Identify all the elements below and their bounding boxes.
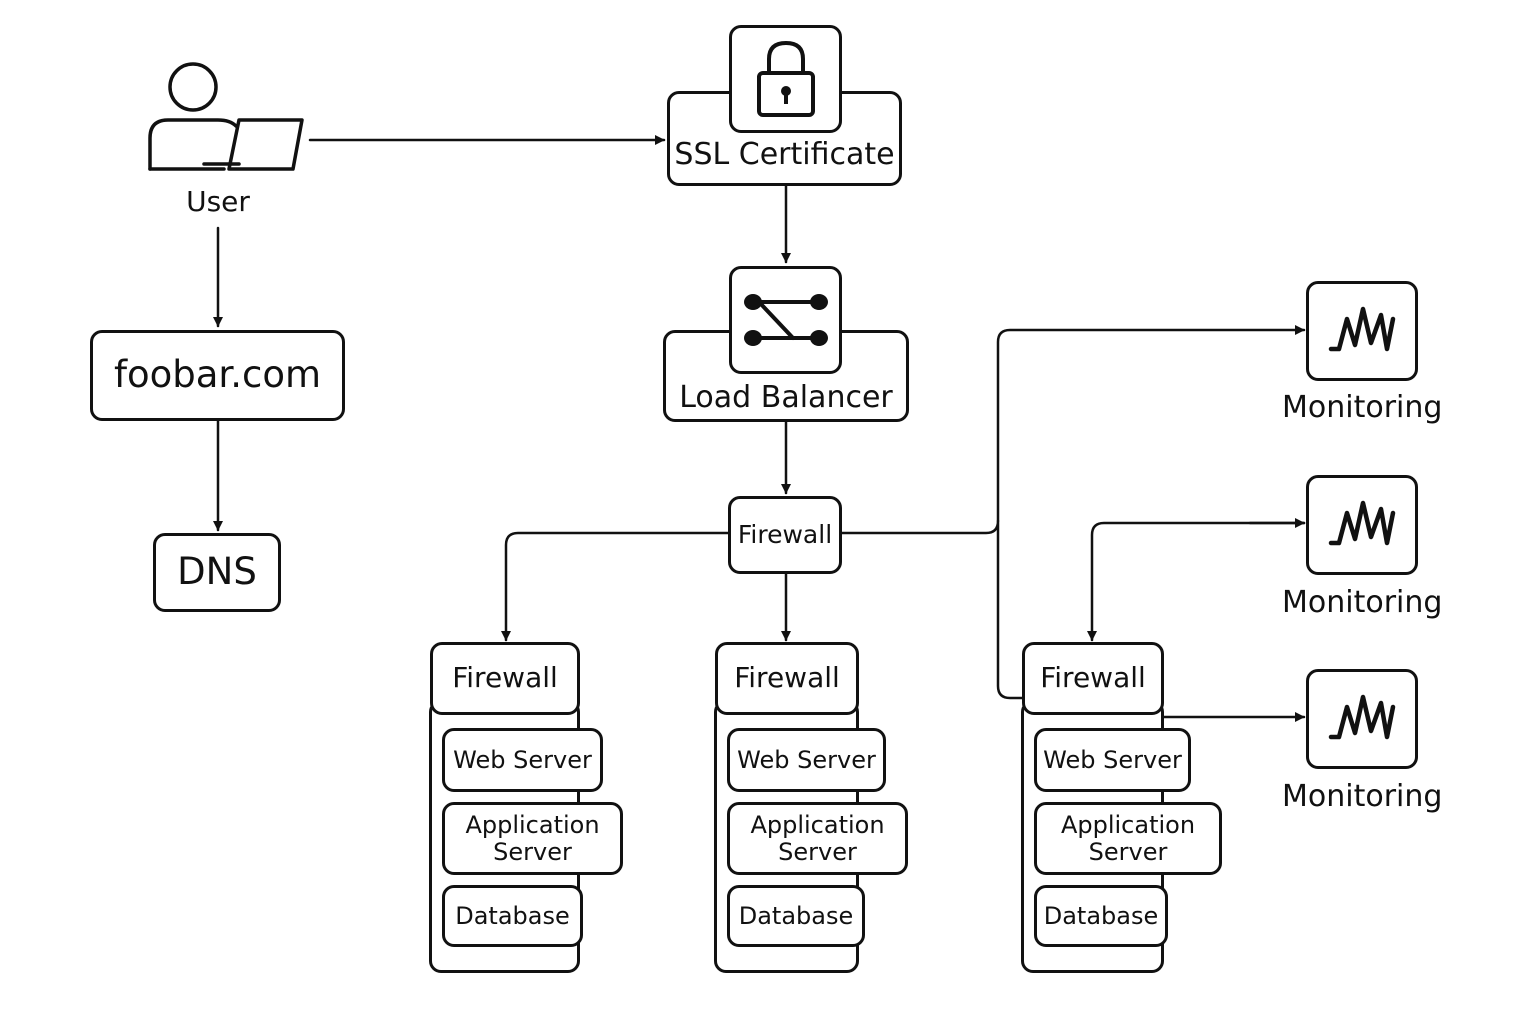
lock-icon bbox=[756, 41, 815, 117]
cluster-3-app-line-1: Application bbox=[1060, 811, 1196, 840]
load-balancer-icon bbox=[743, 294, 828, 346]
domain-box: foobar.com bbox=[90, 330, 345, 421]
cluster-3-firewall: Firewall bbox=[1022, 642, 1164, 715]
cluster-1-firewall: Firewall bbox=[430, 642, 580, 715]
user-actor bbox=[140, 60, 310, 180]
user-laptop-icon bbox=[148, 62, 304, 171]
arrow-monitoring-2-to-cluster-3 bbox=[1087, 521, 1306, 642]
cluster-3-app-line-2: Server bbox=[1088, 837, 1168, 866]
dns-box: DNS bbox=[153, 533, 281, 612]
user-label: User bbox=[186, 185, 250, 218]
monitoring-2-icon-box bbox=[1306, 475, 1418, 575]
cluster-1-app-line-1: Application bbox=[465, 811, 600, 840]
activity-icon bbox=[1328, 500, 1396, 546]
cluster-2-app-line-2: Server bbox=[778, 837, 857, 866]
cluster-3-database: Database bbox=[1034, 885, 1168, 947]
monitoring-3-label: Monitoring bbox=[1282, 779, 1443, 814]
activity-icon bbox=[1328, 306, 1396, 352]
cluster-2-database: Database bbox=[727, 885, 865, 947]
cluster-2-web-server: Web Server bbox=[727, 728, 886, 792]
cluster-2-firewall: Firewall bbox=[715, 642, 859, 715]
cluster-3-application-server: Application Server bbox=[1034, 802, 1222, 875]
ssl-icon-box bbox=[729, 25, 842, 133]
activity-icon bbox=[1328, 694, 1396, 740]
monitoring-1-icon-box bbox=[1306, 281, 1418, 381]
cluster-2-app-line-1: Application bbox=[750, 811, 885, 840]
cluster-1-app-label: Application Server bbox=[465, 812, 599, 865]
line-firewall-to-cluster-3 bbox=[840, 519, 1026, 700]
load-balancer-label: Load Balancer bbox=[679, 380, 893, 415]
cluster-2-app-label: Application Server bbox=[750, 812, 884, 865]
load-balancer-icon-box bbox=[729, 266, 842, 374]
cluster-1-database: Database bbox=[442, 885, 583, 947]
monitoring-3-icon-box bbox=[1306, 669, 1418, 769]
cluster-1-application-server: Application Server bbox=[442, 802, 623, 875]
cluster-1-app-line-2: Server bbox=[493, 837, 572, 866]
cluster-3-web-server: Web Server bbox=[1034, 728, 1191, 792]
cluster-1-web-server: Web Server bbox=[442, 728, 603, 792]
main-firewall-box: Firewall bbox=[728, 496, 842, 574]
arrow-trunk-to-monitoring-1 bbox=[996, 325, 1306, 523]
monitoring-2-label: Monitoring bbox=[1282, 585, 1443, 620]
monitoring-1-label: Monitoring bbox=[1282, 390, 1443, 425]
cluster-2-application-server: Application Server bbox=[727, 802, 908, 875]
ssl-certificate-label: SSL Certificate bbox=[674, 137, 895, 172]
cluster-3-app-label: Application Server bbox=[1061, 812, 1195, 865]
arrow-firewall-to-cluster-1 bbox=[501, 531, 730, 642]
